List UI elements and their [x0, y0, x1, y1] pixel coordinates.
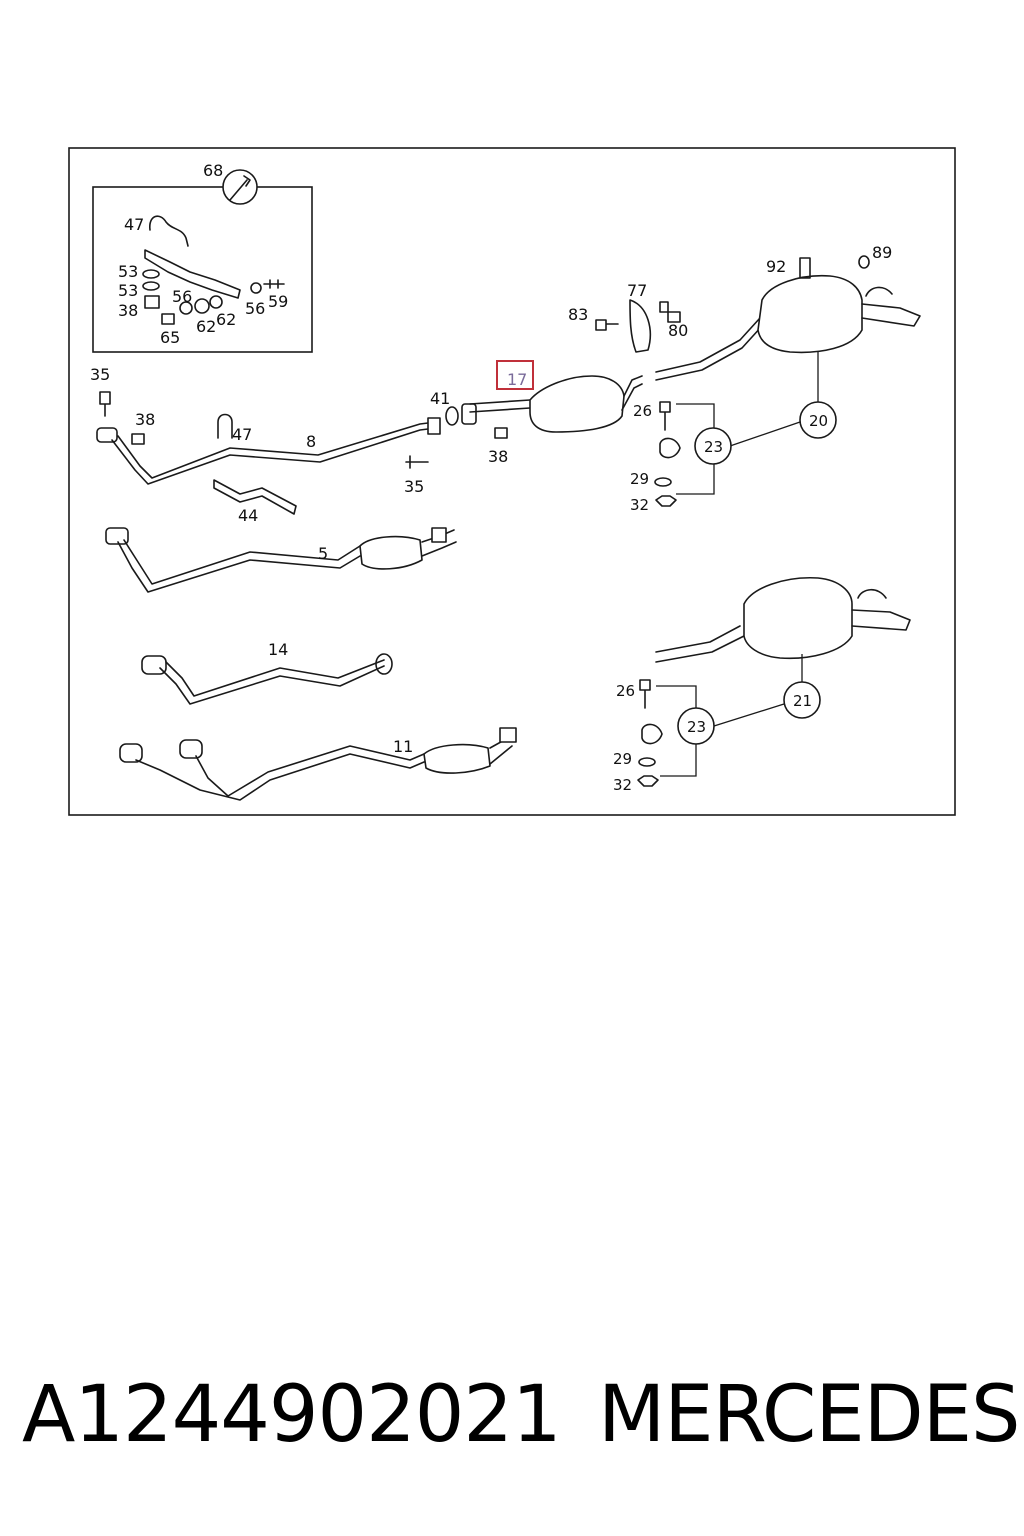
u-clamp-47 — [217, 413, 233, 439]
callout-62: 62 — [216, 310, 236, 329]
callout-26: 26 — [616, 682, 635, 700]
circle-20 — [799, 401, 837, 439]
highlight-box-17 — [496, 360, 534, 390]
callout-21: 21 — [793, 692, 812, 710]
callout-41: 41 — [430, 389, 450, 408]
inset-bushing — [194, 298, 210, 314]
callout-59: 59 — [268, 292, 288, 311]
hanger-77 — [629, 299, 652, 353]
nut-32-lower — [637, 775, 659, 787]
inset-bolt-head — [161, 313, 175, 325]
washer-29-lower — [638, 757, 656, 767]
callout-47: 47 — [124, 215, 144, 234]
callout-32: 32 — [630, 496, 649, 514]
callout-38: 38 — [135, 410, 155, 429]
washer-29-upper — [654, 477, 672, 487]
bolt-83 — [595, 319, 619, 331]
diagram-frame — [68, 147, 956, 816]
center-silencer-17 — [469, 375, 643, 433]
callout-92: 92 — [766, 257, 786, 276]
callout-38: 38 — [488, 447, 508, 466]
clamp-41 — [461, 403, 477, 425]
callout-38: 38 — [118, 301, 138, 320]
callout-77: 77 — [627, 281, 647, 300]
leader-lines-23-lower — [656, 654, 803, 777]
callout-80: 80 — [668, 321, 688, 340]
exhaust-parts-diagram: 68 47 53 53 38 56 56 59 62 62 65 35 38 4… — [68, 147, 956, 816]
inset-bolt — [263, 279, 285, 289]
callout-8: 8 — [306, 432, 316, 451]
rear-silencer-21 — [655, 577, 911, 663]
bolt-35-top — [99, 391, 111, 417]
callout-29: 29 — [613, 750, 632, 768]
callout-35: 35 — [90, 365, 110, 384]
callout-56: 56 — [245, 299, 265, 318]
inset-bushing — [209, 295, 223, 309]
callout-83: 83 — [568, 305, 588, 324]
inset-washer — [142, 269, 160, 279]
inset-hanger-loop — [149, 215, 189, 247]
callout-5: 5 — [318, 544, 328, 563]
circle-23-upper — [694, 427, 732, 465]
callout-23: 23 — [704, 438, 723, 456]
callout-56: 56 — [172, 287, 192, 306]
callout-89: 89 — [872, 243, 892, 262]
bolt-80 — [659, 301, 681, 323]
nut-38-left — [131, 433, 145, 445]
callout-44: 44 — [238, 506, 258, 525]
nut-38-mid — [494, 427, 508, 439]
inset-washer — [142, 281, 160, 291]
circle-21 — [783, 681, 821, 719]
callout-23: 23 — [687, 718, 706, 736]
gasket-41 — [445, 406, 459, 426]
clamp-23-upper — [659, 437, 681, 459]
footer: A1244902021 MERCEDES — [0, 1370, 1024, 1470]
callout-65: 65 — [160, 328, 180, 347]
bolt-26-lower — [639, 679, 651, 709]
leader-lines-23-upper — [676, 352, 819, 495]
callout-20: 20 — [809, 412, 828, 430]
front-pipe-8 — [96, 417, 441, 485]
callout-14: 14 — [268, 640, 288, 659]
callout-29: 29 — [630, 470, 649, 488]
callout-62: 62 — [196, 317, 216, 336]
inset-bushing — [179, 301, 193, 315]
brand-name: MERCEDES — [598, 1370, 1020, 1460]
callout-53: 53 — [118, 262, 138, 281]
pipe-14 — [141, 653, 393, 705]
callout-26: 26 — [633, 402, 652, 420]
callout-68: 68 — [203, 161, 223, 180]
inset-washer — [250, 282, 262, 294]
kit-inset-box — [92, 186, 313, 353]
bolt-26-upper — [659, 401, 671, 431]
inset-bracket — [144, 249, 241, 299]
callout-11: 11 — [393, 737, 413, 756]
pipe-11 — [119, 727, 517, 801]
callout-32: 32 — [613, 776, 632, 794]
callout-17: 17 — [507, 370, 527, 389]
pipe-5 — [105, 527, 457, 593]
callout-53: 53 — [118, 281, 138, 300]
callout-35: 35 — [404, 477, 424, 496]
inset-nut — [144, 295, 160, 309]
bracket-44 — [213, 479, 297, 515]
circle-23-lower — [677, 707, 715, 745]
nut-32-upper — [655, 495, 677, 507]
callout-47: 47 — [232, 425, 252, 444]
wrench-icon — [222, 169, 258, 205]
part-number: A1244902021 — [22, 1370, 562, 1460]
bolt-35-mid — [405, 455, 429, 469]
rear-silencer-20 — [655, 255, 921, 381]
clamp-23-lower — [641, 723, 663, 745]
